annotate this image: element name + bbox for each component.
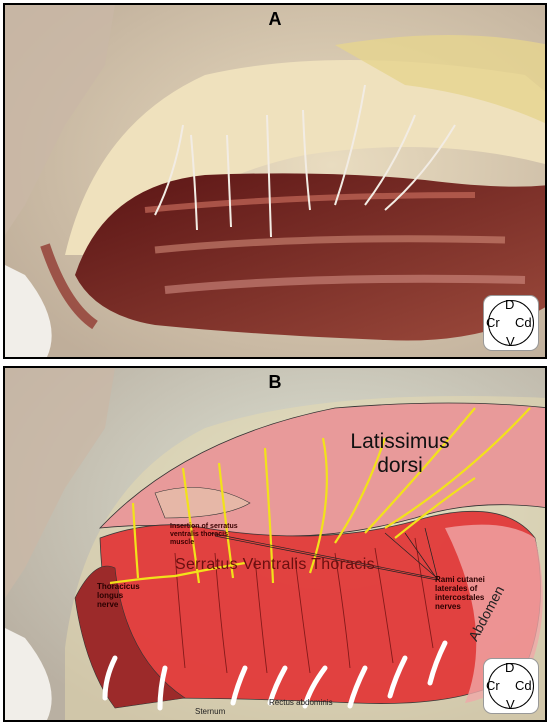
- compass-dorsal: D: [505, 297, 515, 312]
- label-rami-cutanei: Rami cutanei laterales of intercostales …: [435, 575, 485, 611]
- label-insertion-serratus: Insertion of serratus ventralis thoracis…: [170, 523, 238, 546]
- compass-ventral: V: [506, 334, 515, 349]
- orientation-compass-a: D Cr Cd V: [483, 295, 539, 351]
- panel-a-label: A: [268, 9, 282, 29]
- compass-cranial: Cr: [486, 678, 500, 693]
- compass-caudal: Cd: [515, 678, 532, 693]
- dissection-photo-a: [5, 5, 545, 357]
- compass-ring: [488, 300, 534, 346]
- compass-dorsal: D: [505, 660, 515, 675]
- compass-caudal: Cd: [515, 315, 532, 330]
- orientation-compass-b: D Cr Cd V: [483, 658, 539, 714]
- compass-ring: [488, 663, 534, 709]
- panel-a-photo: A D Cr Cd V: [3, 3, 547, 359]
- panel-b-annotated: B Latissimus dorsi Serratus Ventralis Th…: [3, 366, 547, 722]
- panel-b-label: B: [268, 372, 282, 392]
- label-rectus-abdominis: Rectus abdominis: [269, 698, 333, 707]
- label-serratus-ventralis-thoracis: Serratus Ventralis Thoracis: [175, 556, 375, 573]
- label-sternum: Sternum: [195, 707, 226, 716]
- label-latissimus-dorsi: Latissimus dorsi: [350, 430, 450, 477]
- compass-ventral: V: [506, 697, 515, 712]
- label-thoracicus-longus-nerve: Thoracicus longus nerve: [97, 582, 140, 609]
- compass-cranial: Cr: [486, 315, 500, 330]
- annotated-illustration-b: [5, 368, 545, 720]
